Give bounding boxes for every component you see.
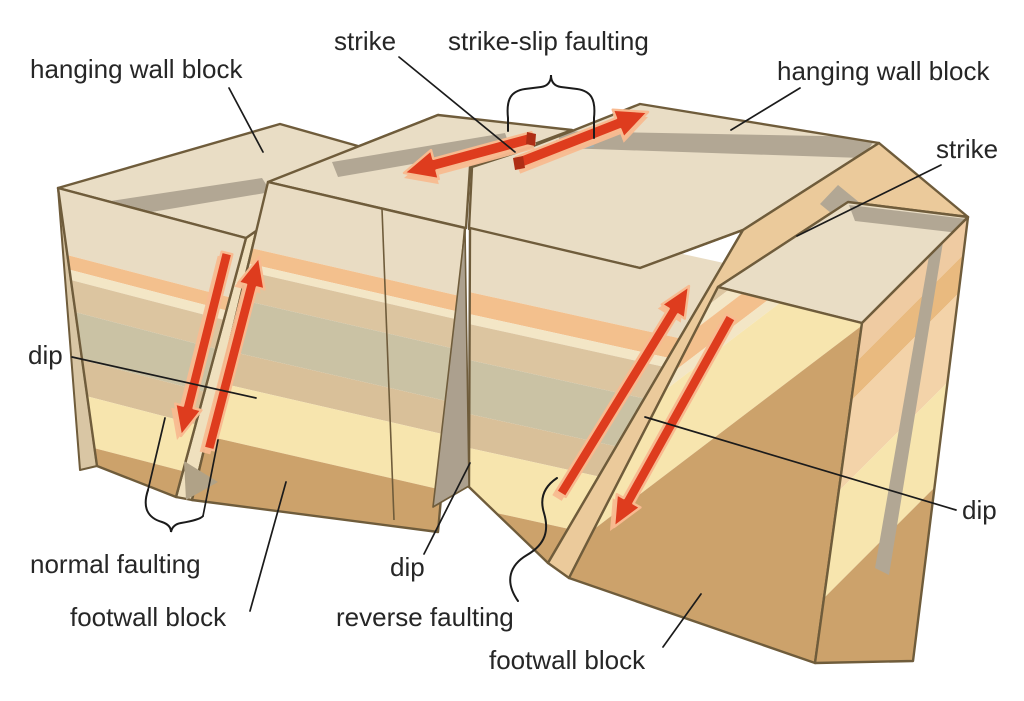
reverse-fault-footwall-arrow [612, 313, 737, 529]
block-c-top-marker-band [556, 131, 877, 158]
strike-slip-brace [506, 74, 596, 139]
strike-slip-left-arrow-endcap [526, 132, 536, 146]
block-a-front-outline [56, 186, 248, 499]
label-hanging-wall-right: hanging wall block [777, 56, 990, 86]
leader-footwall-left [249, 481, 287, 612]
normal-fault-footwall-arrow [202, 255, 266, 452]
reverse-faulting-brace [509, 477, 558, 602]
label-dip-right: dip [962, 495, 997, 525]
label-footwall-right: footwall block [489, 645, 646, 675]
normal-fault-hanging-wall-arrow [173, 250, 234, 438]
leader-dip-right [644, 416, 957, 511]
label-dip-left: dip [28, 340, 63, 370]
label-dip-middle: dip [390, 552, 425, 582]
strike-slip-left-arrow [402, 130, 536, 181]
leader-dip-left [71, 356, 257, 399]
label-hanging-wall-left: hanging wall block [30, 54, 243, 84]
leader-normal-fault-b [202, 439, 219, 517]
label-strike-slip: strike-slip faulting [448, 26, 649, 56]
leader-strike-top [398, 56, 516, 153]
normal-fault-valley [184, 461, 218, 500]
label-reverse-faulting: reverse faulting [336, 602, 514, 632]
block-d-side-fault-stripe [875, 242, 943, 575]
block-b-front-crease [381, 208, 395, 521]
label-normal-faulting: normal faulting [30, 549, 201, 579]
label-footwall-left: footwall block [70, 602, 227, 632]
block-d-top-face [718, 202, 968, 323]
strike-slip-right-arrow [514, 108, 650, 170]
block-d-side-outline [813, 215, 970, 665]
reverse-fault-hanging-wall-arrow [555, 284, 691, 499]
block-d-top-marker-band [849, 205, 967, 233]
strike-slip-right-arrow-endcap [513, 156, 525, 170]
leader-strike-right [796, 164, 942, 237]
label-strike-top: strike [334, 26, 396, 56]
leader-hanging-wall-right [730, 87, 801, 131]
normal-faulting-brace [144, 489, 204, 533]
block-b-top-marker-band [332, 133, 510, 177]
strike-slip-fault-plane [432, 228, 470, 508]
block-a-top-face [58, 124, 372, 238]
leader-footwall-right [662, 593, 702, 648]
leader-normal-fault-a [147, 417, 166, 491]
leader-hanging-wall-left [228, 87, 264, 153]
leader-dip-middle [423, 462, 471, 555]
label-strike-right: strike [936, 134, 998, 164]
motion-arrows [171, 108, 737, 531]
